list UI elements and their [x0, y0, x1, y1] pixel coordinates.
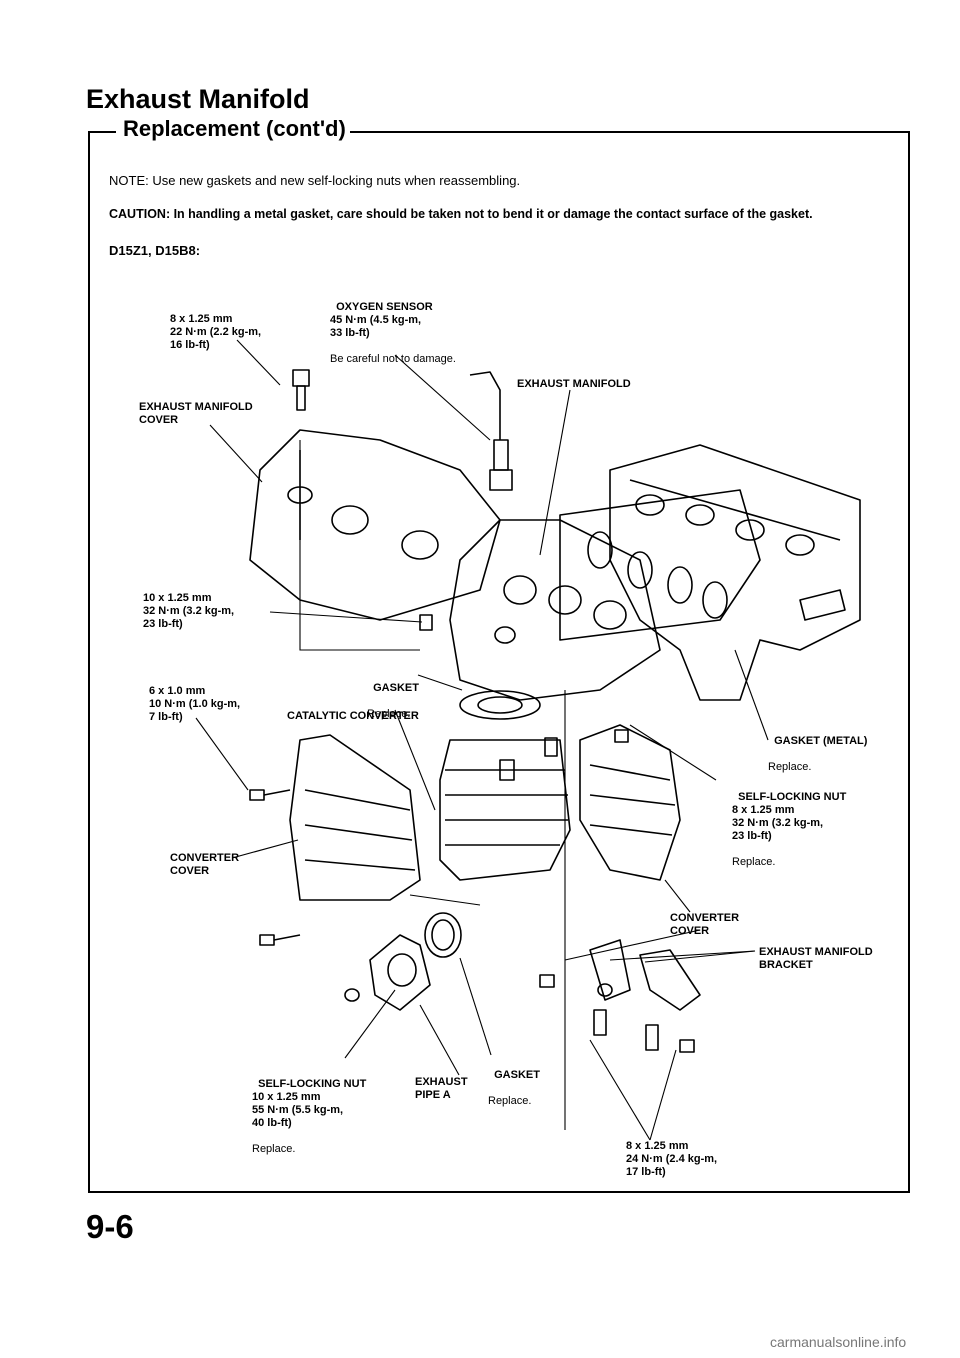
- converter-cover-right-illustration: [579, 724, 681, 881]
- label-gasket-metal-note: Replace.: [768, 761, 812, 773]
- converter-cover-left-illustration: [289, 734, 421, 901]
- caution-text: CAUTION: In handling a metal gasket, car…: [109, 207, 813, 221]
- page-title: Exhaust Manifold: [86, 84, 310, 114]
- manifold-cover-illustration: [249, 429, 501, 621]
- label-self-locking-nut-right-note: Replace.: [732, 856, 776, 868]
- exhaust-pipe-flange-illustration: [344, 934, 431, 1011]
- label-gasket-metal-name: GASKET (METAL): [774, 735, 868, 747]
- label-self-locking-nut-right: SELF-LOCKING NUT 8 x 1.25 mm 32 N·m (3.2…: [732, 778, 846, 882]
- label-exhaust-manifold-cover: EXHAUST MANIFOLD COVER: [139, 401, 253, 426]
- label-gasket-bottom-note: Replace.: [488, 1095, 532, 1107]
- gasket-top-illustration: [459, 690, 541, 720]
- frame-top-right-rule: [340, 131, 908, 133]
- label-self-locking-nut-right-spec: SELF-LOCKING NUT 8 x 1.25 mm 32 N·m (3.2…: [732, 791, 847, 842]
- catalytic-converter-illustration: [439, 737, 571, 881]
- section-frame: [88, 131, 910, 1193]
- cylinder-head-illustration: [609, 444, 861, 701]
- gasket-bottom-illustration: [424, 912, 462, 958]
- metal-gasket-illustration: [559, 489, 761, 641]
- label-self-locking-nut-bottom: SELF-LOCKING NUT 10 x 1.25 mm 55 N·m (5.…: [252, 1065, 366, 1169]
- label-gasket-top-name: GASKET: [373, 682, 419, 694]
- note-text: NOTE: Use new gaskets and new self-locki…: [109, 173, 521, 188]
- label-gasket-bottom-name: GASKET: [494, 1069, 540, 1081]
- upper-bolt-illustration: [292, 369, 310, 411]
- label-gasket-bottom: GASKET Replace.: [488, 1056, 540, 1121]
- label-exhaust-manifold: EXHAUST MANIFOLD: [517, 378, 631, 390]
- label-bolt-8x125-bottom: 8 x 1.25 mm 24 N·m (2.4 kg-m, 17 lb-ft): [626, 1140, 718, 1178]
- label-bolt-8x125-top: 8 x 1.25 mm 22 N·m (2.2 kg-m, 16 lb-ft): [170, 313, 262, 351]
- page-number: 9-6: [86, 1208, 134, 1245]
- watermark-text: carmanualsonline.info: [770, 1334, 907, 1350]
- label-bolt-6x10: 6 x 1.0 mm 10 N·m (1.0 kg-m, 7 lb-ft): [149, 685, 241, 723]
- label-catalytic-converter: CATALYTIC CONVERTER: [287, 710, 419, 722]
- engine-codes: D15Z1, D15B8:: [109, 243, 201, 258]
- label-bolt-10x125: 10 x 1.25 mm 32 N·m (3.2 kg-m, 23 lb-ft): [143, 592, 235, 630]
- label-converter-cover-left: CONVERTER COVER: [170, 852, 240, 877]
- label-gasket-top: GASKET Replace.: [367, 669, 419, 734]
- label-exhaust-pipe-a: EXHAUST PIPE A: [415, 1076, 468, 1101]
- label-self-locking-nut-bottom-spec: SELF-LOCKING NUT 10 x 1.25 mm 55 N·m (5.…: [252, 1078, 367, 1129]
- label-oxygen-sensor-spec: OXYGEN SENSOR 45 N·m (4.5 kg-m, 33 lb-ft…: [330, 301, 433, 339]
- label-gasket-metal: GASKET (METAL) Replace.: [768, 722, 867, 787]
- section-subtitle: Replacement (cont'd): [119, 116, 350, 142]
- manifold-bracket-illustration: [589, 939, 701, 1051]
- label-gasket-top-note: Replace.: [367, 708, 411, 720]
- label-self-locking-nut-bottom-note: Replace.: [252, 1143, 296, 1155]
- exhaust-manifold-illustration: [449, 519, 661, 701]
- frame-top-left-rule: [88, 131, 116, 133]
- label-exhaust-manifold-bracket: EXHAUST MANIFOLD BRACKET: [759, 946, 873, 971]
- label-oxygen-sensor: OXYGEN SENSOR 45 N·m (4.5 kg-m, 33 lb-ft…: [330, 288, 456, 379]
- oxygen-sensor-illustration: [469, 371, 513, 491]
- label-oxygen-sensor-note: Be careful not to damage.: [330, 353, 456, 365]
- label-converter-cover-right: CONVERTER COVER: [670, 912, 740, 937]
